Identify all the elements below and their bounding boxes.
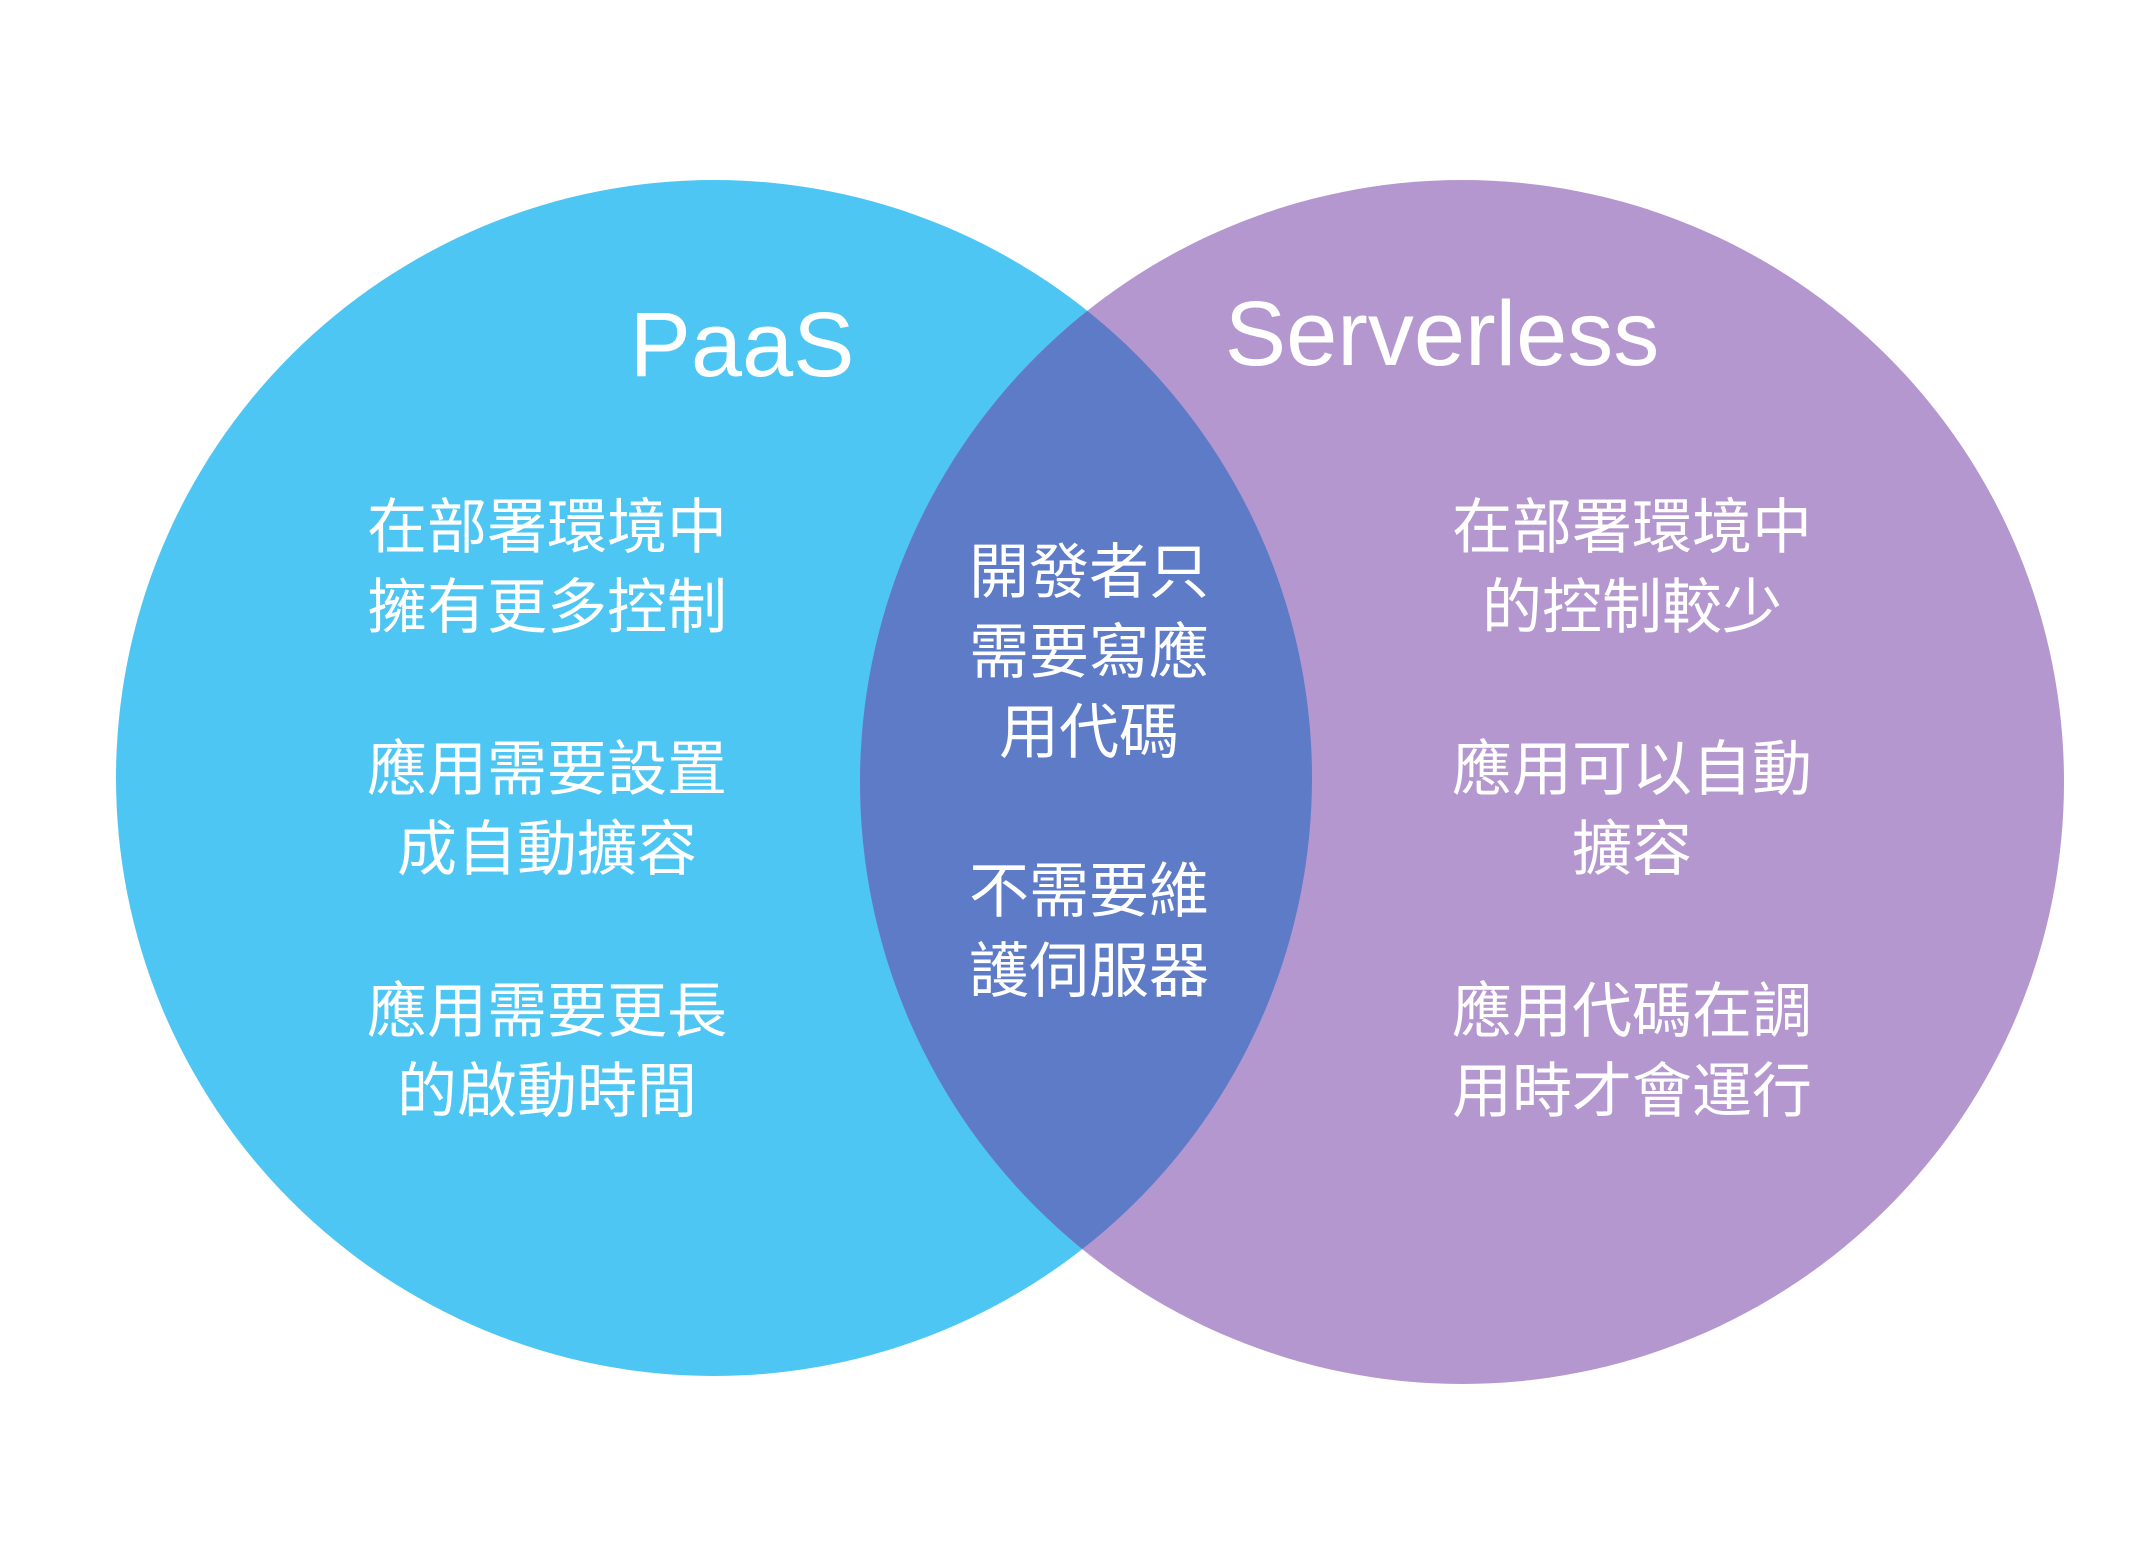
- paas-point-2-line-1: 應用需要設置: [367, 735, 727, 805]
- shared-point-1-line-3: 用代碼: [999, 698, 1179, 768]
- serverless-point-1-line-2: 的控制較少: [1482, 573, 1782, 643]
- overlap-region: [860, 180, 1312, 1376]
- serverless-title: Serverless: [1225, 283, 1660, 385]
- paas-point-3-line-1: 應用需要更長: [367, 977, 727, 1047]
- paas-point-2-line-2: 成自動擴容: [397, 815, 697, 885]
- paas-title: PaaS: [629, 294, 854, 396]
- serverless-point-3-line-2: 用時才會運行: [1452, 1057, 1812, 1127]
- paas-point-1-line-2: 擁有更多控制: [367, 573, 727, 643]
- shared-point-2-line-1: 不需要維: [969, 857, 1209, 927]
- shared-point-1-line-2: 需要寫應: [969, 618, 1209, 688]
- serverless-point-3-line-1: 應用代碼在調: [1452, 977, 1812, 1047]
- shared-point-1-line-1: 開發者只: [969, 538, 1209, 608]
- serverless-point-2-line-1: 應用可以自動: [1452, 735, 1812, 805]
- paas-point-3-line-2: 的啟動時間: [397, 1057, 697, 1127]
- paas-point-1-line-1: 在部署環境中: [367, 493, 727, 563]
- serverless-point-1-line-1: 在部署環境中: [1452, 493, 1812, 563]
- shared-point-2-line-2: 護伺服器: [969, 937, 1209, 1007]
- serverless-point-2-line-2: 擴容: [1572, 815, 1692, 885]
